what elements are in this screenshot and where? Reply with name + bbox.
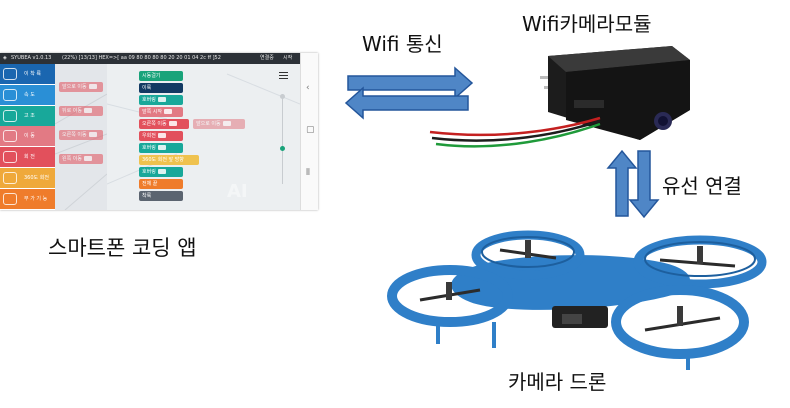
tools-icon	[3, 192, 17, 205]
ghost-watermark-text: AI	[227, 181, 248, 202]
drone-icon	[3, 68, 17, 80]
palette-block[interactable]: 앞으로 이동	[59, 82, 103, 92]
sidebar-item-label: 회 전	[24, 154, 35, 161]
android-nav-bar: ‹ ▢ ⦀	[300, 53, 318, 210]
block-value-chip	[88, 84, 97, 89]
workspace-block[interactable]: 시동걸기	[139, 71, 183, 81]
workspace-block[interactable]: 호버링	[139, 143, 183, 153]
workspace-block[interactable]: 전체 끝	[139, 179, 183, 189]
hamburger-icon[interactable]	[279, 72, 288, 79]
wired-connection-label: 유선 연결	[662, 174, 742, 198]
zoom-slider[interactable]	[280, 94, 285, 184]
home-icon[interactable]: ▢	[306, 125, 315, 135]
smartphone-coding-app-label: 스마트폰 코딩 앱	[48, 236, 197, 260]
workspace-block[interactable]: 착륙	[139, 191, 183, 201]
zoom-slider-thumb[interactable]	[280, 146, 285, 151]
gauge-icon	[3, 88, 17, 101]
sidebar-item-label: 속 도	[24, 91, 35, 98]
workspace-block[interactable]: 호버링	[139, 95, 183, 105]
palette-block[interactable]: 오른쪽 이동	[59, 130, 103, 140]
connect-button[interactable]: 연결중	[260, 55, 274, 61]
app-title: SYUBEA v1.0.13	[11, 55, 52, 61]
app-status-text: (22%) [13/13] HEX=>[ aa 09 80 80 80 80 2…	[62, 55, 221, 61]
block-value-chip	[84, 156, 92, 161]
block-value-chip	[157, 169, 166, 174]
workspace-block[interactable]: 앞으로 이동	[193, 119, 245, 129]
recents-icon[interactable]: ⦀	[306, 168, 310, 178]
block-value-chip	[88, 132, 97, 137]
wifi-arrow-right	[347, 66, 474, 100]
block-value-chip	[168, 121, 177, 126]
sidebar-item-label: 이 동	[24, 133, 35, 140]
wifi-camera-module-label: Wifi카메라모듈	[522, 12, 652, 36]
altitude-icon	[3, 109, 17, 122]
block-value-chip	[157, 133, 166, 138]
spin-icon	[3, 172, 17, 184]
sidebar-item[interactable]: 이 착 륙	[0, 64, 55, 84]
sidebar-item[interactable]: 이 동	[0, 126, 55, 147]
palette-block[interactable]: 뒤로 이동	[59, 106, 103, 116]
sidebar-item[interactable]: 회 전	[0, 147, 55, 168]
block-value-chip	[157, 97, 166, 102]
workspace-block[interactable]: 360도 회전 앞 방향	[139, 155, 199, 165]
smartphone-app-screenshot: ◈ SYUBEA v1.0.13 (22%) [13/13] HEX=>[ aa…	[0, 53, 318, 210]
wifi-camera-module	[429, 46, 690, 148]
move-icon	[3, 130, 17, 143]
wired-arrow-up	[606, 149, 638, 217]
app-logo-icon: ◈	[3, 55, 7, 61]
sidebar-item[interactable]: 360도 회전	[0, 168, 55, 188]
wifi-communication-label: Wifi 통신	[362, 32, 443, 56]
workspace-block[interactable]: 이륙	[139, 83, 183, 93]
palette-block[interactable]: 왼쪽 이동	[59, 154, 103, 164]
sidebar-item[interactable]: 속 도	[0, 84, 55, 105]
wired-arrow-down	[628, 150, 660, 219]
block-value-chip	[222, 121, 231, 126]
workspace-block[interactable]: 앞쪽 시작	[139, 107, 183, 117]
app-status-bar: ◈ SYUBEA v1.0.13 (22%) [13/13] HEX=>[ aa…	[0, 53, 300, 64]
start-button[interactable]: 시작	[283, 55, 293, 61]
sidebar-item-label: 이 착 륙	[24, 71, 41, 77]
camera-drone	[387, 230, 767, 370]
sidebar-item[interactable]: 부 가 기 능	[0, 188, 55, 209]
workspace-block[interactable]: 호버링	[139, 167, 183, 177]
workspace-decoration	[107, 73, 300, 185]
block-value-chip	[164, 109, 172, 114]
sidebar-item-label: 360도 회전	[24, 175, 49, 181]
wifi-arrow-left	[344, 86, 469, 120]
back-icon[interactable]: ‹	[306, 83, 310, 93]
sidebar-item[interactable]: 고 조	[0, 105, 55, 126]
sidebar-item-label: 부 가 기 능	[24, 195, 48, 202]
workspace-block[interactable]: 오른쪽 이동	[139, 119, 189, 129]
sidebar-item-label: 고 조	[24, 112, 35, 119]
rotate-icon	[3, 151, 17, 164]
camera-drone-label: 카메라 드론	[508, 370, 607, 394]
workspace-block[interactable]: 우회전	[139, 131, 183, 141]
block-value-chip	[84, 108, 92, 113]
block-value-chip	[157, 145, 166, 150]
